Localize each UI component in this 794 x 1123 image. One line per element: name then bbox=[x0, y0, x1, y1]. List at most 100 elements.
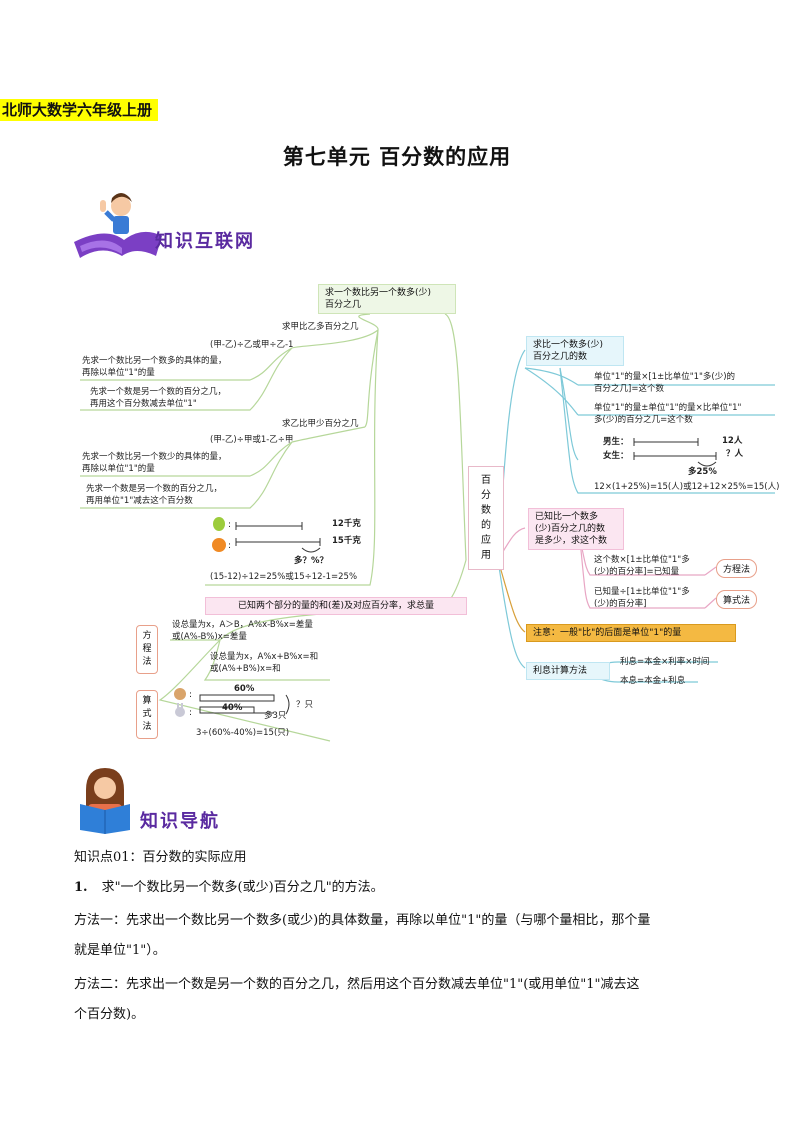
node-find-number: 求比一个数多(少) 百分之几的数 bbox=[526, 336, 624, 366]
boys-value: 12人 bbox=[722, 436, 743, 446]
node-more-less-percent: 求一个数比另一个数多(少) 百分之几 bbox=[318, 284, 456, 314]
node-text: 百分之几 bbox=[325, 300, 362, 310]
node-total-amount: 已知两个部分的量的和(差)及对应百分率，求总量 bbox=[205, 597, 467, 615]
fruit-value-2: 15千克 bbox=[332, 536, 361, 546]
eq-sum: 设总量为x，A%x+B%x=和 或(A%+B%)x=和 bbox=[210, 651, 318, 675]
formula-line: (少)的百分率] bbox=[594, 599, 647, 609]
formula-line: 多(少)的百分之几=这个数 bbox=[594, 415, 693, 425]
node-interest: 利息计算方法 bbox=[526, 662, 610, 680]
method-line: 先求一个数是另一个数的百分之几， bbox=[90, 387, 227, 397]
eq-diff: 设总量为x，A＞B，A%x-B%x=差量 或(A%-B%)x=差量 bbox=[172, 619, 313, 643]
formula-more: (甲-乙)÷乙或甲÷乙-1 bbox=[210, 340, 294, 350]
label-more: 求甲比乙多百分之几 bbox=[282, 322, 359, 332]
node-text: 求一个数比另一个数多(少) bbox=[325, 288, 432, 298]
svg-text::: : bbox=[228, 541, 231, 551]
girl-reading-illustration bbox=[80, 768, 130, 834]
girls-label: 女生： bbox=[603, 451, 629, 461]
method-line: 先求一个数是另一个数的百分之几， bbox=[86, 484, 223, 494]
formula-2: 单位"1"的量±单位"1"的量×比单位"1" 多(少)的百分之几=这个数 bbox=[594, 402, 741, 426]
section-title-nav: 知识导航 bbox=[140, 811, 220, 832]
method-line: 先求一个数比另一个数少的具体的量， bbox=[82, 452, 227, 462]
formula-line: 已知量÷[1±比单位"1"多 bbox=[594, 587, 690, 597]
method-line: 再用这个百分数减去单位"1" bbox=[90, 399, 197, 409]
base-formula-2: 已知量÷[1±比单位"1"多 (少)的百分率] bbox=[594, 586, 690, 610]
base-formula-1: 这个数×[1±比单位"1"多 (少)的百分率]=已知量 bbox=[594, 554, 690, 578]
girls-value: ？人 bbox=[726, 449, 744, 459]
node-text: 百分之几的数 bbox=[533, 352, 588, 362]
page-title: 第七单元 百分数的应用 bbox=[282, 144, 512, 169]
method-line: 先求一个数比另一个数多的具体的量， bbox=[82, 356, 227, 366]
formula-line: (少)的百分率]=已知量 bbox=[594, 567, 680, 577]
fruit-calc: (15-12)÷12=25%或15÷12-1=25% bbox=[210, 572, 358, 582]
boy-reading-illustration bbox=[74, 193, 162, 258]
orange-icon bbox=[212, 538, 226, 552]
tag-arith: 算式法 bbox=[716, 590, 758, 609]
item-1: 1. 求"一个数比另一个数多(或少)百分之几"的方法。 bbox=[74, 876, 734, 900]
fruit-icons: : : bbox=[212, 517, 231, 552]
center-char: 分 bbox=[481, 490, 491, 501]
node-find-base: 已知比一个数多 (少)百分之几的数 是多少，求这个数 bbox=[528, 508, 624, 550]
label-char: 式 bbox=[142, 709, 152, 719]
method-line: 再用单位"1"减去这个百分数 bbox=[86, 496, 193, 506]
pear-icon bbox=[213, 517, 225, 531]
center-char: 用 bbox=[481, 550, 491, 561]
more-3: 多3只 bbox=[264, 711, 287, 721]
method-2-line-2: 个百分数)。 bbox=[74, 1007, 145, 1022]
center-char: 的 bbox=[481, 520, 491, 531]
method-less-1: 先求一个数比另一个数少的具体的量， 再除以单位"1"的量 bbox=[82, 451, 227, 475]
formula-line: 单位"1"的量×[1±比单位"1"多(少)的 bbox=[594, 372, 736, 382]
thumbs-up-icon bbox=[100, 200, 106, 212]
center-char: 百 bbox=[481, 475, 491, 486]
method-more-2: 先求一个数是另一个数的百分之几， 再用这个百分数减去单位"1" bbox=[90, 386, 226, 410]
formula-line: 单位"1"的量±单位"1"的量×比单位"1" bbox=[594, 403, 742, 413]
interest-formula-1: 利息=本金×利率×时间 bbox=[620, 657, 710, 667]
formula-less: (甲-乙)÷甲或1-乙÷甲 bbox=[210, 435, 294, 445]
label-char: 程 bbox=[142, 644, 152, 654]
boys-girls-calc: 12×(1+25%)=15(人)或12+12×25%=15(人) bbox=[594, 482, 780, 492]
node-text: (少)百分之几的数 bbox=[535, 524, 606, 534]
note-box: 注意：一般"比"的后面是单位"1"的量 bbox=[526, 624, 736, 642]
svg-text::: : bbox=[189, 690, 192, 700]
method-line: 再除以单位"1"的量 bbox=[82, 464, 155, 474]
svg-text::: : bbox=[189, 708, 192, 718]
book-badge: 北师大数学六年级上册 bbox=[0, 99, 159, 121]
knowledge-point: 知识点01：百分数的实际应用 bbox=[74, 850, 247, 865]
label-char: 算 bbox=[142, 696, 152, 706]
center-node: 百 分 数 的 应 用 bbox=[468, 466, 504, 570]
method-line: 再除以单位"1"的量 bbox=[82, 368, 155, 378]
label-equation-method: 方 程 法 bbox=[136, 625, 158, 674]
method-1-line-1: 方法一：先求出一个数比另一个数多(或少)的具体数量，再除以单位"1"的量（与哪个… bbox=[74, 913, 651, 928]
svg-text::: : bbox=[228, 520, 231, 530]
eq-line: 或(A%+B%)x=和 bbox=[210, 664, 281, 674]
node-text: 已知比一个数多 bbox=[535, 512, 599, 522]
center-char: 数 bbox=[481, 505, 491, 516]
method-1-line-2: 就是单位"1"）。 bbox=[74, 943, 166, 958]
eq-line: 设总量为x，A＞B，A%x-B%x=差量 bbox=[172, 620, 313, 630]
animal-icons: : : bbox=[174, 688, 192, 718]
item-number: 1. bbox=[74, 880, 88, 895]
formula-line: 百分之几]=这个数 bbox=[594, 384, 664, 394]
label-char: 法 bbox=[142, 722, 152, 732]
formula-line: 这个数×[1±比单位"1"多 bbox=[594, 555, 690, 565]
how-many: ？只 bbox=[296, 700, 314, 710]
section-title-network: 知识互联网 bbox=[155, 231, 255, 252]
rabbit-icon bbox=[175, 707, 185, 717]
label-char: 法 bbox=[142, 657, 152, 667]
arith-calc: 3÷(60%-40%)=15(只) bbox=[196, 728, 290, 738]
node-text: 是多少，求这个数 bbox=[535, 536, 608, 546]
label-char: 方 bbox=[142, 631, 152, 641]
node-text: 求比一个数多(少) bbox=[533, 340, 604, 350]
dog-icon bbox=[174, 688, 186, 700]
interest-formula-2: 本息=本金+利息 bbox=[620, 676, 686, 686]
percent-40: 40% bbox=[222, 703, 243, 713]
tag-equation: 方程法 bbox=[716, 559, 758, 578]
item-text: 求"一个数比另一个数多(或少)百分之几"的方法。 bbox=[101, 880, 384, 895]
fruit-question: 多？%？ bbox=[294, 556, 329, 566]
fruit-value-1: 12千克 bbox=[332, 519, 361, 529]
boys-label: 男生： bbox=[603, 437, 629, 447]
method-more-1: 先求一个数比另一个数多的具体的量， 再除以单位"1"的量 bbox=[82, 355, 227, 379]
method-2-line-1: 方法二：先求出一个数是另一个数的百分之几，然后用这个百分数减去单位"1"(或用单… bbox=[74, 977, 640, 992]
center-char: 应 bbox=[481, 535, 491, 546]
more-25: 多25% bbox=[688, 467, 717, 477]
eq-line: 设总量为x，A%x+B%x=和 bbox=[210, 652, 319, 662]
